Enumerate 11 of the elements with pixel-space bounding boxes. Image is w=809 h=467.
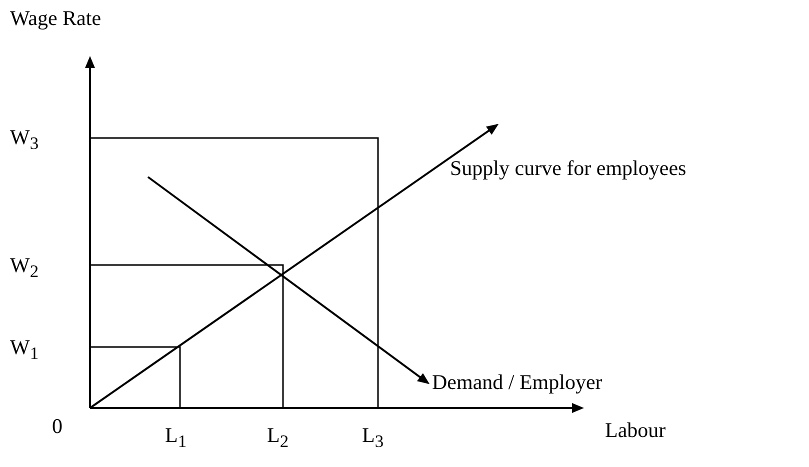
axis-tick-label: W$_{3}$ bbox=[10, 127, 39, 153]
curve-label: Supply curve for employees bbox=[450, 158, 686, 179]
axis-title: Wage Rate bbox=[10, 8, 102, 29]
axis-tick-label: L$_{3}$ bbox=[362, 425, 384, 451]
curve-label: Demand / Employer bbox=[432, 372, 602, 393]
axis-tick-label: W$_{1}$ bbox=[10, 337, 39, 363]
axis-tick-label: L$_{1}$ bbox=[165, 425, 187, 451]
axis-title: Labour bbox=[605, 420, 666, 441]
axis-tick-label: L$_{2}$ bbox=[267, 425, 289, 451]
axis-tick-label: 0 bbox=[52, 416, 62, 437]
axis-tick-label: W$_{2}$ bbox=[10, 255, 39, 281]
